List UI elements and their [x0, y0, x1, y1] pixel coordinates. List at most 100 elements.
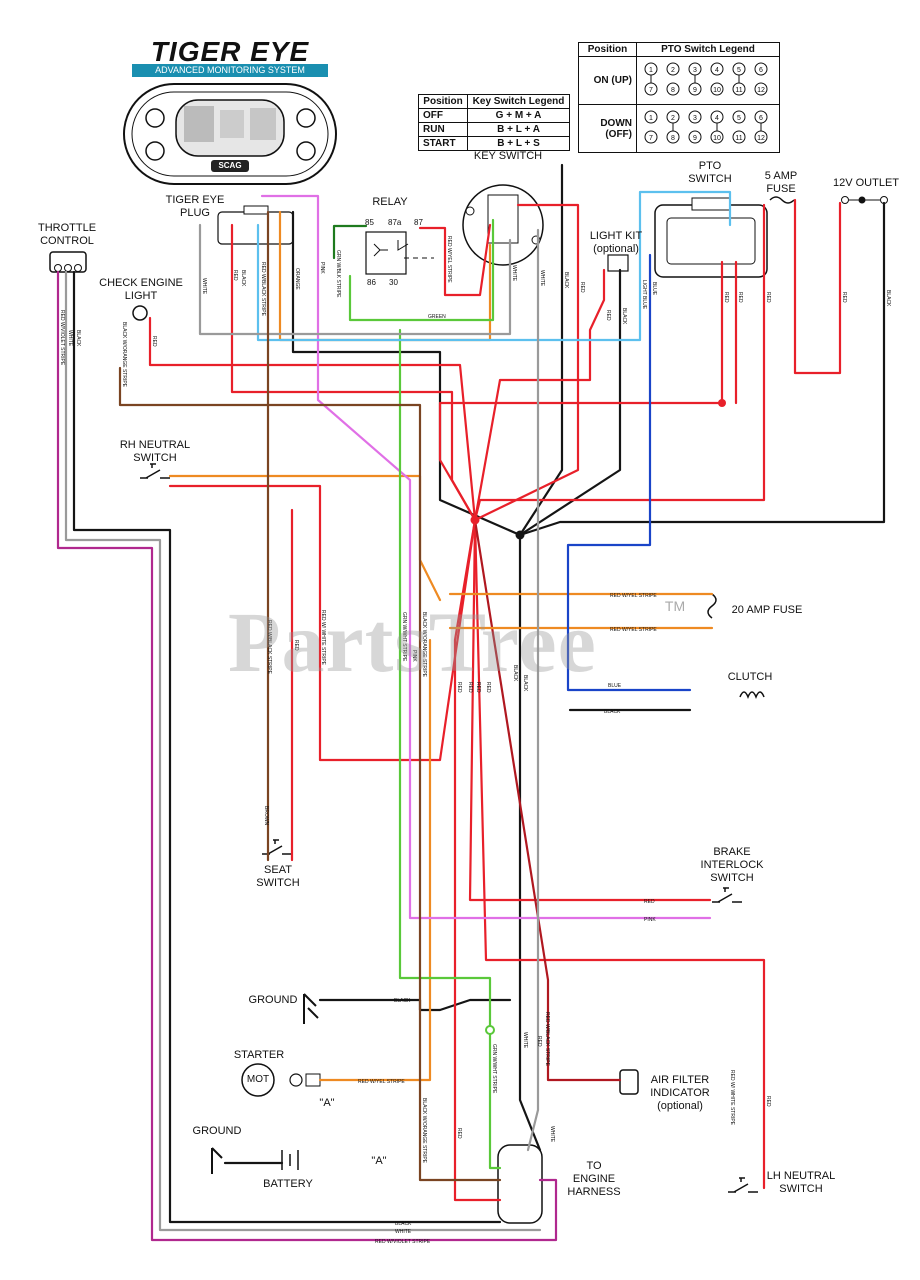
pto-on-pin-11: 11	[735, 87, 742, 94]
outlet-label: 12V OUTLET	[832, 177, 900, 189]
ground-symbol-2	[211, 1147, 223, 1174]
fuse-5-label: 5 AMP FUSE	[764, 170, 798, 195]
wire-black-throttle	[72, 270, 502, 1224]
wire-label-red-d: RED	[485, 682, 491, 693]
wire-green-relay	[332, 224, 368, 260]
logo-title: TIGER EYE	[150, 36, 310, 67]
rh-neutral-switch-symbol	[140, 463, 170, 479]
pto-off-pin-7: 7	[649, 135, 653, 142]
watermark: PartsTree	[228, 594, 597, 690]
wire-black-light	[518, 268, 622, 537]
pto-on-pin-1: 1	[649, 67, 653, 74]
wire-label-red-violet-throttle: RED W/VIOLET STRIPE	[59, 310, 65, 366]
brake-switch-symbol	[712, 887, 742, 903]
seat-switch-symbol	[262, 839, 292, 855]
wire-label-red-mid: RED	[293, 640, 299, 651]
relay-pin-30: 30	[389, 278, 398, 287]
engine-harness-label: TO ENGINE HARNESS	[567, 1160, 621, 1198]
wire-label-red-yel-starter: RED W/YEL STRIPE	[358, 1079, 405, 1085]
rh-neutral-label: RH NEUTRAL SWITCH	[119, 439, 191, 464]
key-legend-r2c0: START	[417, 136, 469, 151]
wire-label-black-plug: BLACK	[240, 270, 246, 287]
pto-on-pin-6: 6	[759, 67, 763, 74]
lh-neutral-label: LH NEUTRAL SWITCH	[766, 1170, 836, 1195]
splice-green	[485, 1025, 495, 1035]
fuse-20-symbol	[707, 593, 717, 619]
trademark: TM	[664, 598, 686, 614]
pto-switch-legend: Position PTO Switch Legend ON (UP) 1	[578, 42, 780, 153]
pto-on-pin-2: 2	[671, 67, 675, 74]
wire-white-trunk	[526, 228, 540, 1152]
ground-symbol-1	[303, 993, 319, 1024]
wire-red-airfilter	[473, 518, 622, 1082]
key-legend-r0c1: G + M + A	[467, 108, 570, 123]
wire-label-black-orange-check: BLACK W/ORANGE STRIPE	[121, 322, 127, 388]
wire-grn-white	[398, 328, 502, 1170]
wire-label-red-outlet: RED	[841, 292, 847, 303]
wire-label-green: GREEN	[428, 314, 446, 320]
check-engine-lamp	[132, 305, 148, 321]
starter-motor	[241, 1063, 321, 1097]
logo-subtitle: ADVANCED MONITORING SYSTEM	[132, 64, 328, 77]
seat-switch-label: SEAT SWITCH	[256, 864, 300, 889]
light-kit-connector	[607, 254, 629, 272]
pto-on-pin-12: 12	[757, 87, 765, 94]
point-a-battery: "A"	[371, 1155, 387, 1167]
wire-red-outlet	[793, 198, 842, 375]
wire-label-pink-mid: PINK	[411, 650, 417, 662]
pto-on-pin-7: 7	[649, 87, 653, 94]
wire-red-yel-relay	[418, 223, 492, 297]
wire-label-red-lh: RED	[765, 1096, 771, 1107]
wire-label-white-bottom: WHITE	[395, 1229, 412, 1235]
pto-legend-on: ON (UP)	[578, 56, 637, 105]
wire-label-red-white: RED W/ WHITE STRIPE	[320, 610, 326, 666]
wire-black-ground	[318, 998, 512, 1012]
clutch-coil	[739, 691, 765, 700]
pto-off-pin-1: 1	[649, 115, 653, 122]
wire-label-red-check: RED	[151, 336, 157, 347]
starter-label: STARTER	[233, 1049, 285, 1061]
key-legend-h1: Key Switch Legend	[467, 94, 570, 109]
air-filter-connector	[619, 1069, 639, 1095]
splice-red-hub	[470, 515, 480, 525]
ground-label-1: GROUND	[248, 994, 298, 1006]
wire-label-grn-black: GRN W/BLK STRIPE	[335, 250, 341, 298]
key-switch-label: KEY SWITCH	[473, 150, 543, 162]
key-legend-r2c1: B + L + S	[467, 136, 570, 151]
wire-label-black-outlet: BLACK	[885, 290, 891, 307]
wire-label-black-mid2: BLACK	[522, 675, 528, 692]
wire-label-grn-white-mid: GRN W/WHT STRIPE	[401, 612, 407, 662]
throttle-label: THROTTLE CONTROL	[37, 222, 97, 247]
splice-red-pto	[718, 399, 726, 407]
wire-label-red-black-low: RED W/BLACK STRIPE	[544, 1012, 550, 1067]
wire-label-red-black: RED W/BLACK STRIPE	[260, 262, 266, 317]
pto-off-pin-6: 6	[759, 115, 763, 122]
splice-black-hub	[515, 530, 525, 540]
wire-label-grn-white-low: GRN W/WHT STRIPE	[491, 1044, 497, 1094]
starter-mot-label: MOT	[246, 1074, 270, 1085]
relay-pin-85: 85	[365, 218, 374, 227]
pto-on-pin-10: 10	[713, 87, 721, 94]
point-a-starter: "A"	[319, 1097, 335, 1109]
wire-red-brake	[468, 518, 712, 902]
wire-label-black-orange-low: BLACK W/ORANGE STRIPE	[421, 1098, 427, 1164]
wire-label-black-mid1: BLACK	[512, 665, 518, 682]
wire-black-outlet	[518, 201, 886, 537]
wire-red-check	[148, 316, 477, 522]
relay-label: RELAY	[372, 196, 408, 208]
wire-label-white-key: WHITE	[511, 265, 517, 282]
wire-label-black-clutch: BLACK	[604, 709, 621, 715]
pto-switch-body	[654, 197, 768, 278]
wire-red-lh	[473, 518, 766, 1190]
wire-label-red-key: RED	[579, 282, 585, 293]
ground-label-2: GROUND	[192, 1125, 242, 1137]
lh-neutral-switch-symbol	[728, 1177, 758, 1193]
display-brand: SCAG	[218, 161, 242, 170]
wire-red-pto	[438, 260, 724, 522]
key-legend-r1c0: RUN	[417, 122, 469, 137]
key-legend-h0: Position	[417, 94, 469, 109]
pto-on-pin-8: 8	[671, 87, 675, 94]
wire-label-white-low: WHITE	[522, 1032, 528, 1049]
